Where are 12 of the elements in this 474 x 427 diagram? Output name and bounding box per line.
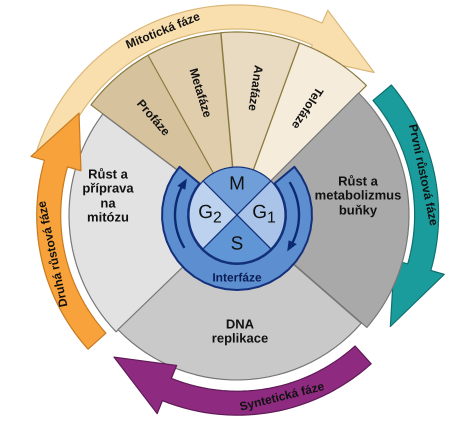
sector-label: DNA replikace: [212, 318, 268, 346]
sector-label: Růst a příprava na mitózu: [82, 167, 134, 225]
sector-label: Růst a metabolizmus buňky: [314, 174, 402, 218]
ring-label: Interfáze: [212, 271, 262, 285]
phase-label: Metafáze: [186, 66, 214, 119]
phase-label: Anafáze: [245, 64, 265, 112]
quadrant-label: M: [229, 174, 245, 196]
phase-arrow-label: První růstová fáze: [406, 124, 440, 228]
quadrant-label: S: [230, 234, 244, 256]
quadrant-label: G$_{2}$: [198, 202, 222, 228]
phase-arrow-label: Druhá růstová fáze: [35, 200, 71, 308]
quadrant-label: G$_{1}$: [252, 202, 276, 228]
